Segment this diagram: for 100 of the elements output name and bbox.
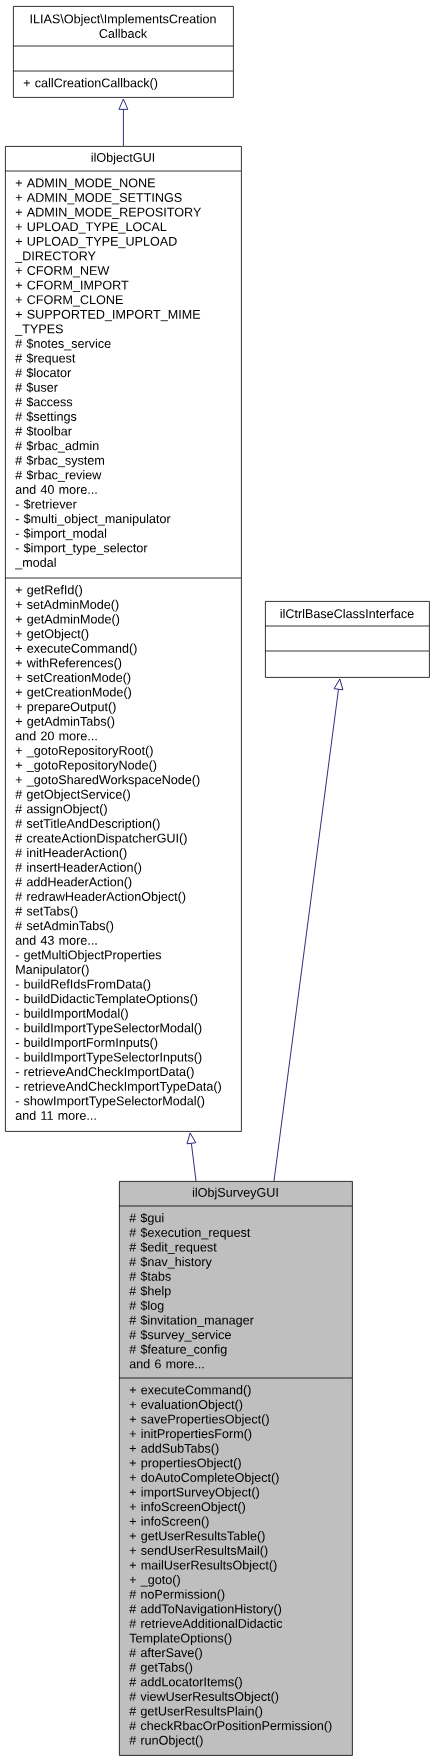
member-text: # noPermission() <box>129 1589 225 1602</box>
inheritance-arrow <box>118 98 129 147</box>
member-text: # $help <box>129 1285 171 1298</box>
member-text: - buildImportFormInputs() <box>15 1037 158 1050</box>
class-box <box>118 1181 353 1756</box>
member-text: # $access <box>15 396 73 408</box>
member-text: # $rbac_review <box>15 469 102 482</box>
member-text: + mailUserResultsObject() <box>129 1560 277 1573</box>
class-box <box>12 6 234 98</box>
member-text: # $feature_config <box>129 1344 227 1357</box>
member-text: + _gotoRepositoryRoot() <box>15 745 153 758</box>
member-text: # addHeaderAction() <box>15 877 132 889</box>
member-text: + addSubTabs() <box>129 1443 219 1456</box>
member-text: + getAdminMode() <box>15 614 120 627</box>
member-text: # getUserResultsPlain() <box>129 1706 263 1719</box>
member-text: # retrieveAdditionalDidactic TemplateOptions() <box>129 1618 283 1646</box>
member-text: + ADMIN_MODE_REPOSITORY <box>15 207 202 219</box>
member-text: + CFORM_NEW <box>15 266 110 278</box>
member-text: - $retriever <box>15 499 77 510</box>
member-text: + getCreationMode() <box>15 687 131 700</box>
member-text: + getObject() <box>15 628 89 641</box>
member-text: - buildImportTypeSelectorModal() <box>15 1023 202 1035</box>
member-text: # $tabs <box>129 1271 171 1282</box>
member-text: + _gotoSharedWorkspaceNode() <box>15 774 200 787</box>
member-text: - buildDidacticTemplateOptions() <box>15 993 198 1006</box>
member-text: # $user <box>15 382 58 393</box>
member-text: + CFORM_CLONE <box>15 295 123 307</box>
member-text: - buildImportModal() <box>15 1008 128 1021</box>
member-text: + propertiesObject() <box>129 1458 241 1470</box>
member-text: # $rbac_admin <box>15 440 99 453</box>
member-text: # $settings <box>15 411 77 424</box>
member-text: - getMultiObjectProperties Manipulator() <box>15 950 162 977</box>
member-text: + sendUserResultsMail() <box>129 1545 268 1558</box>
member-text: - buildImportTypeSelectorInputs() <box>15 1052 202 1065</box>
member-text: + callCreationCallback() <box>23 78 158 90</box>
member-text: + getUserResultsTable() <box>129 1531 265 1543</box>
member-text: # checkRbacOrPositionPermission() <box>129 1720 332 1733</box>
member-text: + getAdminTabs() <box>15 716 115 729</box>
member-text: and 6 more... <box>129 1359 204 1369</box>
member-text: # $rbac_system <box>15 455 104 468</box>
member-text: # $invitation_manager <box>129 1315 254 1328</box>
class-name: ilCtrlBaseClassInterface <box>280 608 414 619</box>
member-text: # $log <box>129 1300 164 1313</box>
member-text: # runObject() <box>129 1735 203 1748</box>
member-text: # assignObject() <box>15 804 107 816</box>
member-text: # afterSave() <box>129 1647 202 1660</box>
member-text: # getTabs() <box>129 1662 193 1675</box>
member-text: # getObjectService() <box>15 789 130 802</box>
member-text: - retrieveAndCheckImportTypeData() <box>15 1081 221 1094</box>
member-text: # $request <box>15 353 76 366</box>
member-text: + evaluationObject() <box>129 1399 243 1412</box>
member-text: # insertHeaderAction() <box>15 862 142 875</box>
member-text: - buildRefIdsFromData() <box>15 979 151 992</box>
member-text: # $nav_history <box>129 1256 212 1269</box>
member-text: + ADMIN_MODE_NONE <box>15 178 155 190</box>
member-text: + _gotoRepositoryNode() <box>15 760 157 773</box>
member-text: and 43 more... <box>15 935 97 945</box>
member-text: # redrawHeaderActionObject() <box>15 891 186 904</box>
class-box <box>264 601 430 678</box>
inheritance-arrow <box>273 678 344 1182</box>
member-text: # $gui <box>129 1212 164 1225</box>
member-text: - retrieveAndCheckImportData() <box>15 1066 194 1079</box>
member-text: and 11 more... <box>15 1110 96 1120</box>
member-text: + withReferences() <box>15 658 122 670</box>
member-text: # addToNavigationHistory() <box>129 1604 282 1616</box>
member-text: and 40 more... <box>15 484 97 494</box>
member-text: + prepareOutput() <box>15 701 116 714</box>
class-name: ILIAS\Object\ImplementsCreation Callback <box>30 14 216 38</box>
member-text: # viewUserResultsObject() <box>129 1691 279 1704</box>
class-name: ilObjSurveyGUI <box>192 1187 278 1200</box>
member-text: # addLocatorItems() <box>129 1677 242 1689</box>
member-text: # $edit_request <box>129 1242 217 1255</box>
member-text: # $notes_service <box>15 338 111 351</box>
member-text: # initHeaderAction() <box>15 847 127 860</box>
member-text: - $import_type_selector _modal <box>15 542 148 570</box>
member-text: + getRefId() <box>15 585 82 597</box>
class-box <box>4 146 242 1132</box>
member-text: + importSurveyObject() <box>129 1487 259 1500</box>
inheritance-arrow <box>186 1132 197 1182</box>
member-text: # $survey_service <box>129 1329 231 1342</box>
member-text: + ADMIN_MODE_SETTINGS <box>15 193 182 205</box>
member-text: # createActionDispatcherGUI() <box>15 833 187 846</box>
member-text: + UPLOAD_TYPE_UPLOAD _DIRECTORY <box>15 236 177 263</box>
member-text: # $locator <box>15 367 71 378</box>
member-text: and 20 more... <box>15 731 97 741</box>
member-text: + initPropertiesForm() <box>129 1428 252 1441</box>
member-text: + setCreationMode() <box>15 672 131 685</box>
member-text: # $execution_request <box>129 1227 251 1240</box>
class-name: ilObjectGUI <box>91 152 155 165</box>
member-text: + _goto() <box>129 1574 180 1587</box>
member-text: # setTitleAndDescription() <box>15 818 160 831</box>
member-text: # $toolbar <box>15 426 72 437</box>
member-text: + infoScreenObject() <box>129 1501 245 1514</box>
member-text: + infoScreen() <box>129 1516 209 1529</box>
member-text: - showImportTypeSelectorModal() <box>15 1096 205 1108</box>
member-text: + CFORM_IMPORT <box>15 280 129 292</box>
member-text: + executeCommand() <box>15 643 137 656</box>
member-text: + SUPPORTED_IMPORT_MIME _TYPES <box>15 309 201 336</box>
member-text: - $multi_object_manipulator <box>15 513 171 526</box>
member-text: + UPLOAD_TYPE_LOCAL <box>15 222 167 234</box>
